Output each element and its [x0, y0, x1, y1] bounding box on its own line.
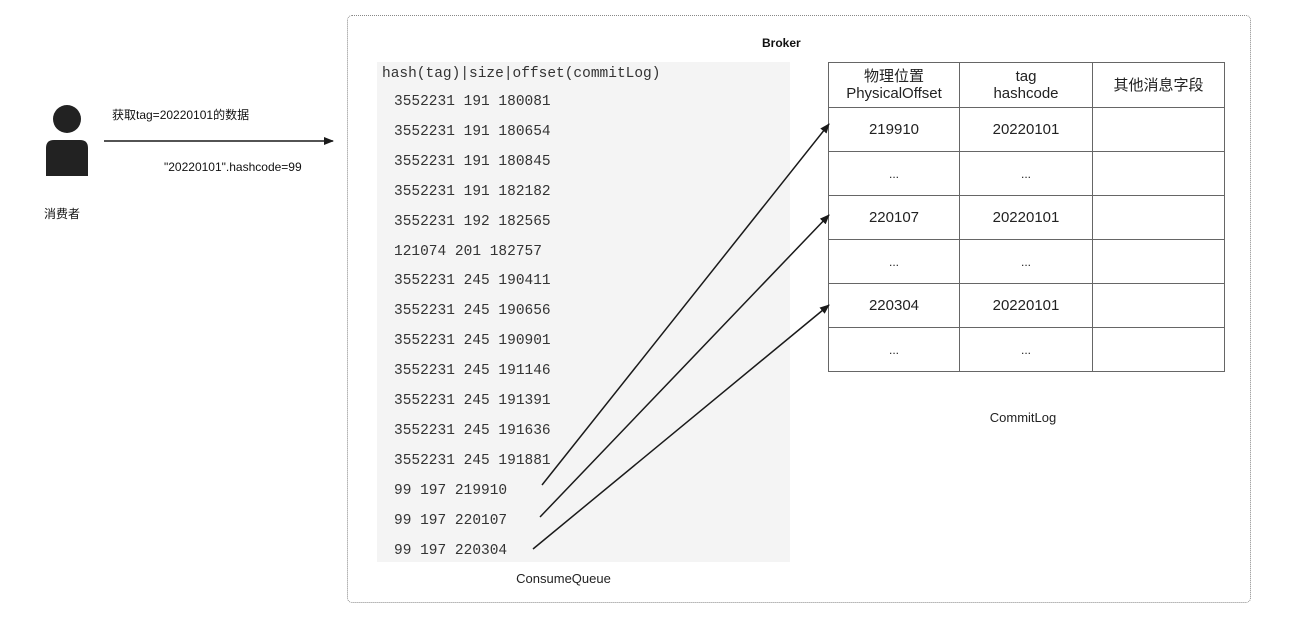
commit-log-table: 物理位置 PhysicalOffset tag hashcode 其他消息字段 … [828, 62, 1225, 372]
consume-queue-entry: 3552231 245 190901 [394, 333, 551, 350]
header-physical-offset-line1: 物理位置 [863, 68, 924, 85]
consume-queue-entry: 3552231 245 191636 [394, 422, 551, 439]
request-label: 获取tag=20220101的数据 [112, 108, 250, 122]
table-row: ...... [828, 327, 1225, 372]
consume-queue-header: hash(tag)|size|offset(commitLog) [382, 66, 661, 82]
consume-queue-entry: 3552231 192 182565 [394, 213, 551, 230]
header-physical-offset-line2: PhysicalOffset [846, 85, 942, 102]
consume-queue-caption: ConsumeQueue [516, 571, 611, 586]
header-other-fields-label: 其他消息字段 [1113, 76, 1204, 94]
table-cell [1092, 283, 1225, 328]
pointer-arrow-219910 [541, 123, 830, 486]
consume-queue-entry: 3552231 191 180081 [394, 94, 551, 110]
header-tag-line2: hashcode [993, 85, 1059, 102]
broker-container [347, 15, 1251, 603]
consume-queue-entry: 3552231 245 190656 [394, 303, 551, 320]
header-tag-hashcode: tag hashcode [959, 62, 1093, 108]
broker-title: Broker [762, 36, 801, 50]
consume-queue-entry: 99 197 220304 [394, 542, 508, 559]
header-tag-line1: tag [1015, 68, 1037, 85]
table-cell [1092, 151, 1225, 196]
table-cell: ... [959, 327, 1093, 372]
consume-queue-entry: 99 197 220107 [394, 512, 508, 529]
table-cell: ... [828, 239, 960, 284]
person-icon [46, 105, 88, 176]
consumer-label: 消费者 [44, 207, 81, 221]
consume-queue-entry: 3552231 191 180654 [394, 123, 551, 140]
header-physical-offset: 物理位置 PhysicalOffset [828, 62, 960, 108]
pointer-arrow-220107 [539, 214, 830, 518]
table-cell: 20220101 [959, 195, 1093, 240]
table-cell: 220107 [828, 195, 960, 240]
consume-queue-entry: 3552231 245 191391 [394, 393, 551, 409]
consume-queue-entry: 121074 201 182757 [394, 243, 542, 260]
consume-queue-entry: 3552231 191 182182 [394, 183, 551, 200]
hashcode-label: "20220101".hashcode=99 [164, 160, 302, 174]
table-cell: 20220101 [959, 107, 1093, 152]
commit-log-caption: CommitLog [989, 410, 1057, 425]
consume-queue-panel: hash(tag)|size|offset(commitLog) 3552231… [377, 62, 790, 562]
consume-queue-entry: 3552231 245 190411 [394, 273, 551, 290]
consume-queue-entry: 3552231 245 191146 [394, 363, 551, 380]
table-cell: ... [828, 151, 960, 196]
table-cell: 220304 [828, 283, 960, 328]
table-cell [1092, 195, 1225, 240]
consume-queue-entry: 3552231 191 180845 [394, 153, 551, 170]
table-cell [1092, 327, 1225, 372]
header-other-fields: 其他消息字段 [1092, 62, 1225, 108]
pointer-arrow-220304 [532, 304, 830, 550]
consume-queue-entry: 99 197 219910 [394, 482, 508, 499]
consume-queue-entry: 3552231 245 191881 [394, 452, 551, 469]
table-header-row: 物理位置 PhysicalOffset tag hashcode 其他消息字段 [828, 62, 1225, 108]
